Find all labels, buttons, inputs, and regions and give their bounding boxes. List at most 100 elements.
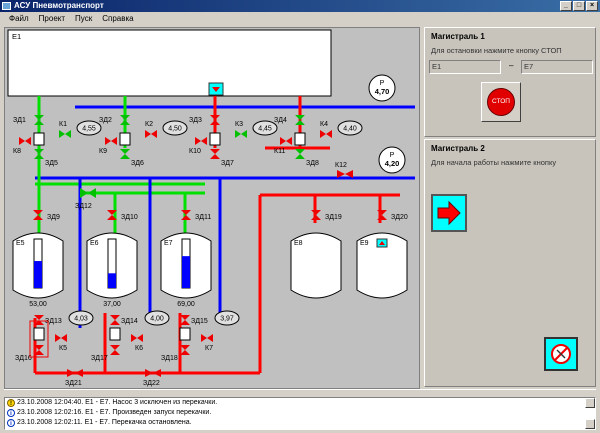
menu-start[interactable]: Пуск (75, 14, 93, 23)
log-scroll-up-button[interactable] (585, 398, 595, 408)
line2-title: Магистраль 2 (431, 144, 485, 153)
valve-zd13-label: ЗД13 (45, 318, 62, 325)
line1-to-field[interactable]: E7 (521, 60, 593, 74)
line1-from-field[interactable]: E1 (429, 60, 501, 74)
valve-k6[interactable] (131, 334, 137, 342)
doser-top-3-value: 4,45 (258, 126, 272, 133)
tank-e7-label: E7 (164, 240, 173, 247)
doser-bottom-1 (68, 310, 94, 326)
valve-tank-e6-label: ЗД10 (121, 214, 138, 221)
valve-k7[interactable] (201, 334, 207, 342)
valve-zd12[interactable] (80, 188, 88, 198)
log-row-text: 23.10.2008 12:02:16. E1 - E7. Произведен… (17, 409, 212, 416)
valve-zd21-label: ЗД21 (65, 380, 82, 387)
valve-zd22[interactable] (145, 369, 153, 377)
valve-k12-label: К12 (335, 162, 347, 169)
menu-file[interactable]: Файл (9, 14, 29, 23)
feeder-2 (119, 132, 131, 146)
valve-zd21[interactable] (67, 369, 75, 377)
valve-k11-label: К11 (274, 148, 285, 155)
maximize-button[interactable]: □ (573, 1, 585, 11)
valve-k12[interactable] (337, 170, 345, 178)
menu-bar: Файл Проект Пуск Справка (0, 12, 600, 25)
log-row-text: 23.10.2008 12:04:40. E1 - E7. Насос 3 ис… (17, 399, 218, 406)
valve-zd2[interactable] (120, 115, 130, 120)
valve-zd4[interactable] (295, 115, 305, 120)
valve-zd22-label: ЗД22 (143, 380, 160, 387)
log-splitter[interactable] (4, 389, 596, 396)
line1-title: Магистраль 1 (431, 32, 485, 41)
doser-top-2 (162, 120, 188, 136)
valve-k11[interactable] (280, 137, 286, 145)
valve-k4[interactable] (320, 130, 326, 138)
tank-level-fill (34, 261, 42, 288)
valve-tank-e6[interactable] (107, 210, 117, 215)
menu-help[interactable]: Справка (102, 14, 134, 23)
tank-e6-value: 37,00 (103, 301, 121, 308)
valve-zd16[interactable] (34, 345, 44, 350)
start-button[interactable] (431, 194, 467, 232)
valve-zd7[interactable] (210, 149, 220, 154)
valve-tank-e5-label: ЗД9 (47, 214, 60, 221)
valve-zd15[interactable] (180, 315, 190, 320)
valve-tank-e9[interactable] (377, 210, 387, 215)
tank-e8[interactable] (290, 232, 342, 299)
log-row-text: 23.10.2008 12:02:11. E1 - E7. Перекачка … (17, 419, 192, 426)
tank-e6-label: E6 (90, 240, 99, 247)
valve-zd5[interactable] (34, 149, 44, 154)
arrow-right-icon (437, 200, 461, 226)
valve-k5-label: К5 (59, 345, 67, 352)
valve-zd5-label: ЗД5 (45, 160, 58, 167)
tank-e5-value: 53,00 (29, 301, 47, 308)
exit-button[interactable] (544, 337, 578, 371)
pressure-gauge-1-value: 4,70 (375, 87, 390, 96)
log-row-icon: i (7, 409, 15, 417)
valve-tank-e8[interactable] (311, 210, 321, 215)
tank-e9[interactable] (356, 232, 408, 299)
valve-zd13[interactable] (34, 315, 44, 320)
line1-dash: – (509, 61, 514, 70)
stop-button[interactable]: СТОП (481, 82, 521, 122)
pressure-gauge-2 (378, 146, 406, 174)
valve-k1[interactable] (59, 130, 65, 138)
tank-e7-value: 69,00 (177, 301, 195, 308)
valve-tank-e7[interactable] (181, 210, 191, 215)
valve-k9[interactable] (105, 137, 111, 145)
valve-zd17[interactable] (110, 345, 120, 350)
valve-tank-e8-label: ЗД19 (325, 214, 342, 221)
valve-zd6[interactable] (120, 149, 130, 154)
valve-k5[interactable] (55, 334, 61, 342)
valve-k10[interactable] (195, 137, 201, 145)
valve-tank-e7-label: ЗД11 (195, 214, 211, 221)
valve-zd7-label: ЗД7 (221, 160, 234, 167)
log-row: !23.10.2008 12:04:40. E1 - E7. Насос 3 и… (5, 398, 595, 408)
valve-zd3[interactable] (210, 115, 220, 120)
feeder-4 (294, 132, 306, 146)
valve-zd1[interactable] (34, 115, 44, 120)
bin-e1 (7, 29, 332, 97)
doser-top-4 (337, 120, 363, 136)
valve-zd15-label: ЗД15 (191, 318, 208, 325)
menu-project[interactable]: Проект (38, 14, 66, 23)
tank-level-fill (182, 256, 190, 288)
pump-1 (33, 327, 45, 341)
valve-k2[interactable] (145, 130, 151, 138)
valve-k3[interactable] (235, 130, 241, 138)
valve-zd18[interactable] (180, 345, 190, 350)
valve-zd8[interactable] (295, 149, 305, 154)
doser-bottom-2-value: 4,00 (150, 316, 164, 323)
line2-hint: Для начала работы нажмите кнопку (431, 158, 557, 167)
valve-k8[interactable] (19, 137, 25, 145)
valve-zd3-label: ЗД3 (189, 117, 202, 124)
pressure-gauge-1 (368, 74, 396, 102)
valve-tank-e5[interactable] (33, 210, 43, 215)
tank-e8-label: E8 (294, 240, 303, 247)
close-button[interactable]: × (586, 1, 598, 11)
log-scroll-down-button[interactable] (585, 419, 595, 429)
doser-top-4-value: 4,40 (343, 126, 357, 133)
valve-zd14[interactable] (110, 315, 120, 320)
feeder-1 (33, 132, 45, 146)
minimize-button[interactable]: _ (560, 1, 572, 11)
log-row-icon: ! (7, 399, 15, 407)
